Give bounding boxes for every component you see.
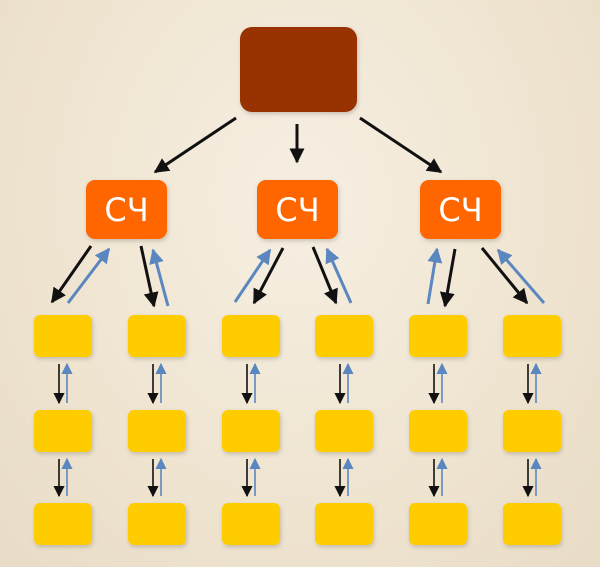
leaf-r1-c1	[34, 315, 92, 357]
arrow-down-mid2-leafD	[311, 246, 338, 305]
arrow-down-mid1-leafB	[139, 245, 159, 308]
arrow-up-leafE-mid3	[426, 247, 443, 305]
arrow-down-mid2-leafC	[252, 247, 285, 305]
arrow-root-to-mid-1	[153, 116, 237, 174]
leaf-r2-c5	[409, 410, 467, 452]
arrow-up-leafA-mid1	[66, 247, 111, 304]
leaf-r2-c3	[222, 410, 280, 452]
mid-node-2-label: СЧ	[275, 191, 319, 229]
leaf-r3-c6	[503, 503, 561, 545]
leaf-nodes	[34, 315, 561, 545]
leaf-r3-c2	[128, 503, 186, 545]
leaf-r2-c1	[34, 410, 92, 452]
leaf-r1-c6	[503, 315, 561, 357]
leaf-r3-c1	[34, 503, 92, 545]
mid-node-2: СЧ	[257, 180, 338, 239]
arrow-root-to-mid-3	[359, 116, 443, 174]
root-connectors	[153, 116, 443, 174]
arrow-down-mid3-leafE	[439, 248, 457, 308]
mid-node-3-label: СЧ	[438, 191, 482, 229]
leaf-r3-c4	[315, 503, 373, 545]
arrow-up-leafD-mid2	[325, 247, 353, 304]
arrow-up-leafC-mid2	[233, 248, 272, 303]
arrow-down-mid1-leafA	[50, 245, 93, 304]
leaf-r3-c3	[222, 503, 280, 545]
leaf-r2-c4	[315, 410, 373, 452]
leaf-r1-c5	[409, 315, 467, 357]
mid-node-3: СЧ	[420, 180, 501, 239]
mid-node-1-label: СЧ	[104, 191, 148, 229]
leaf-r3-c5	[409, 503, 467, 545]
arrow-up-leafF-mid3	[496, 248, 546, 304]
arrow-up-leafB-mid1	[149, 248, 170, 307]
leaf-r1-c3	[222, 315, 280, 357]
mid-leaf-connectors	[50, 245, 546, 308]
arrow-down-mid3-leafF	[480, 247, 529, 305]
leaf-r1-c2	[128, 315, 186, 357]
mid-node-1: СЧ	[86, 180, 167, 239]
root-node	[240, 27, 357, 112]
leaf-connectors	[53, 362, 542, 498]
leaf-r2-c2	[128, 410, 186, 452]
leaf-r1-c4	[315, 315, 373, 357]
leaf-r2-c6	[503, 410, 561, 452]
